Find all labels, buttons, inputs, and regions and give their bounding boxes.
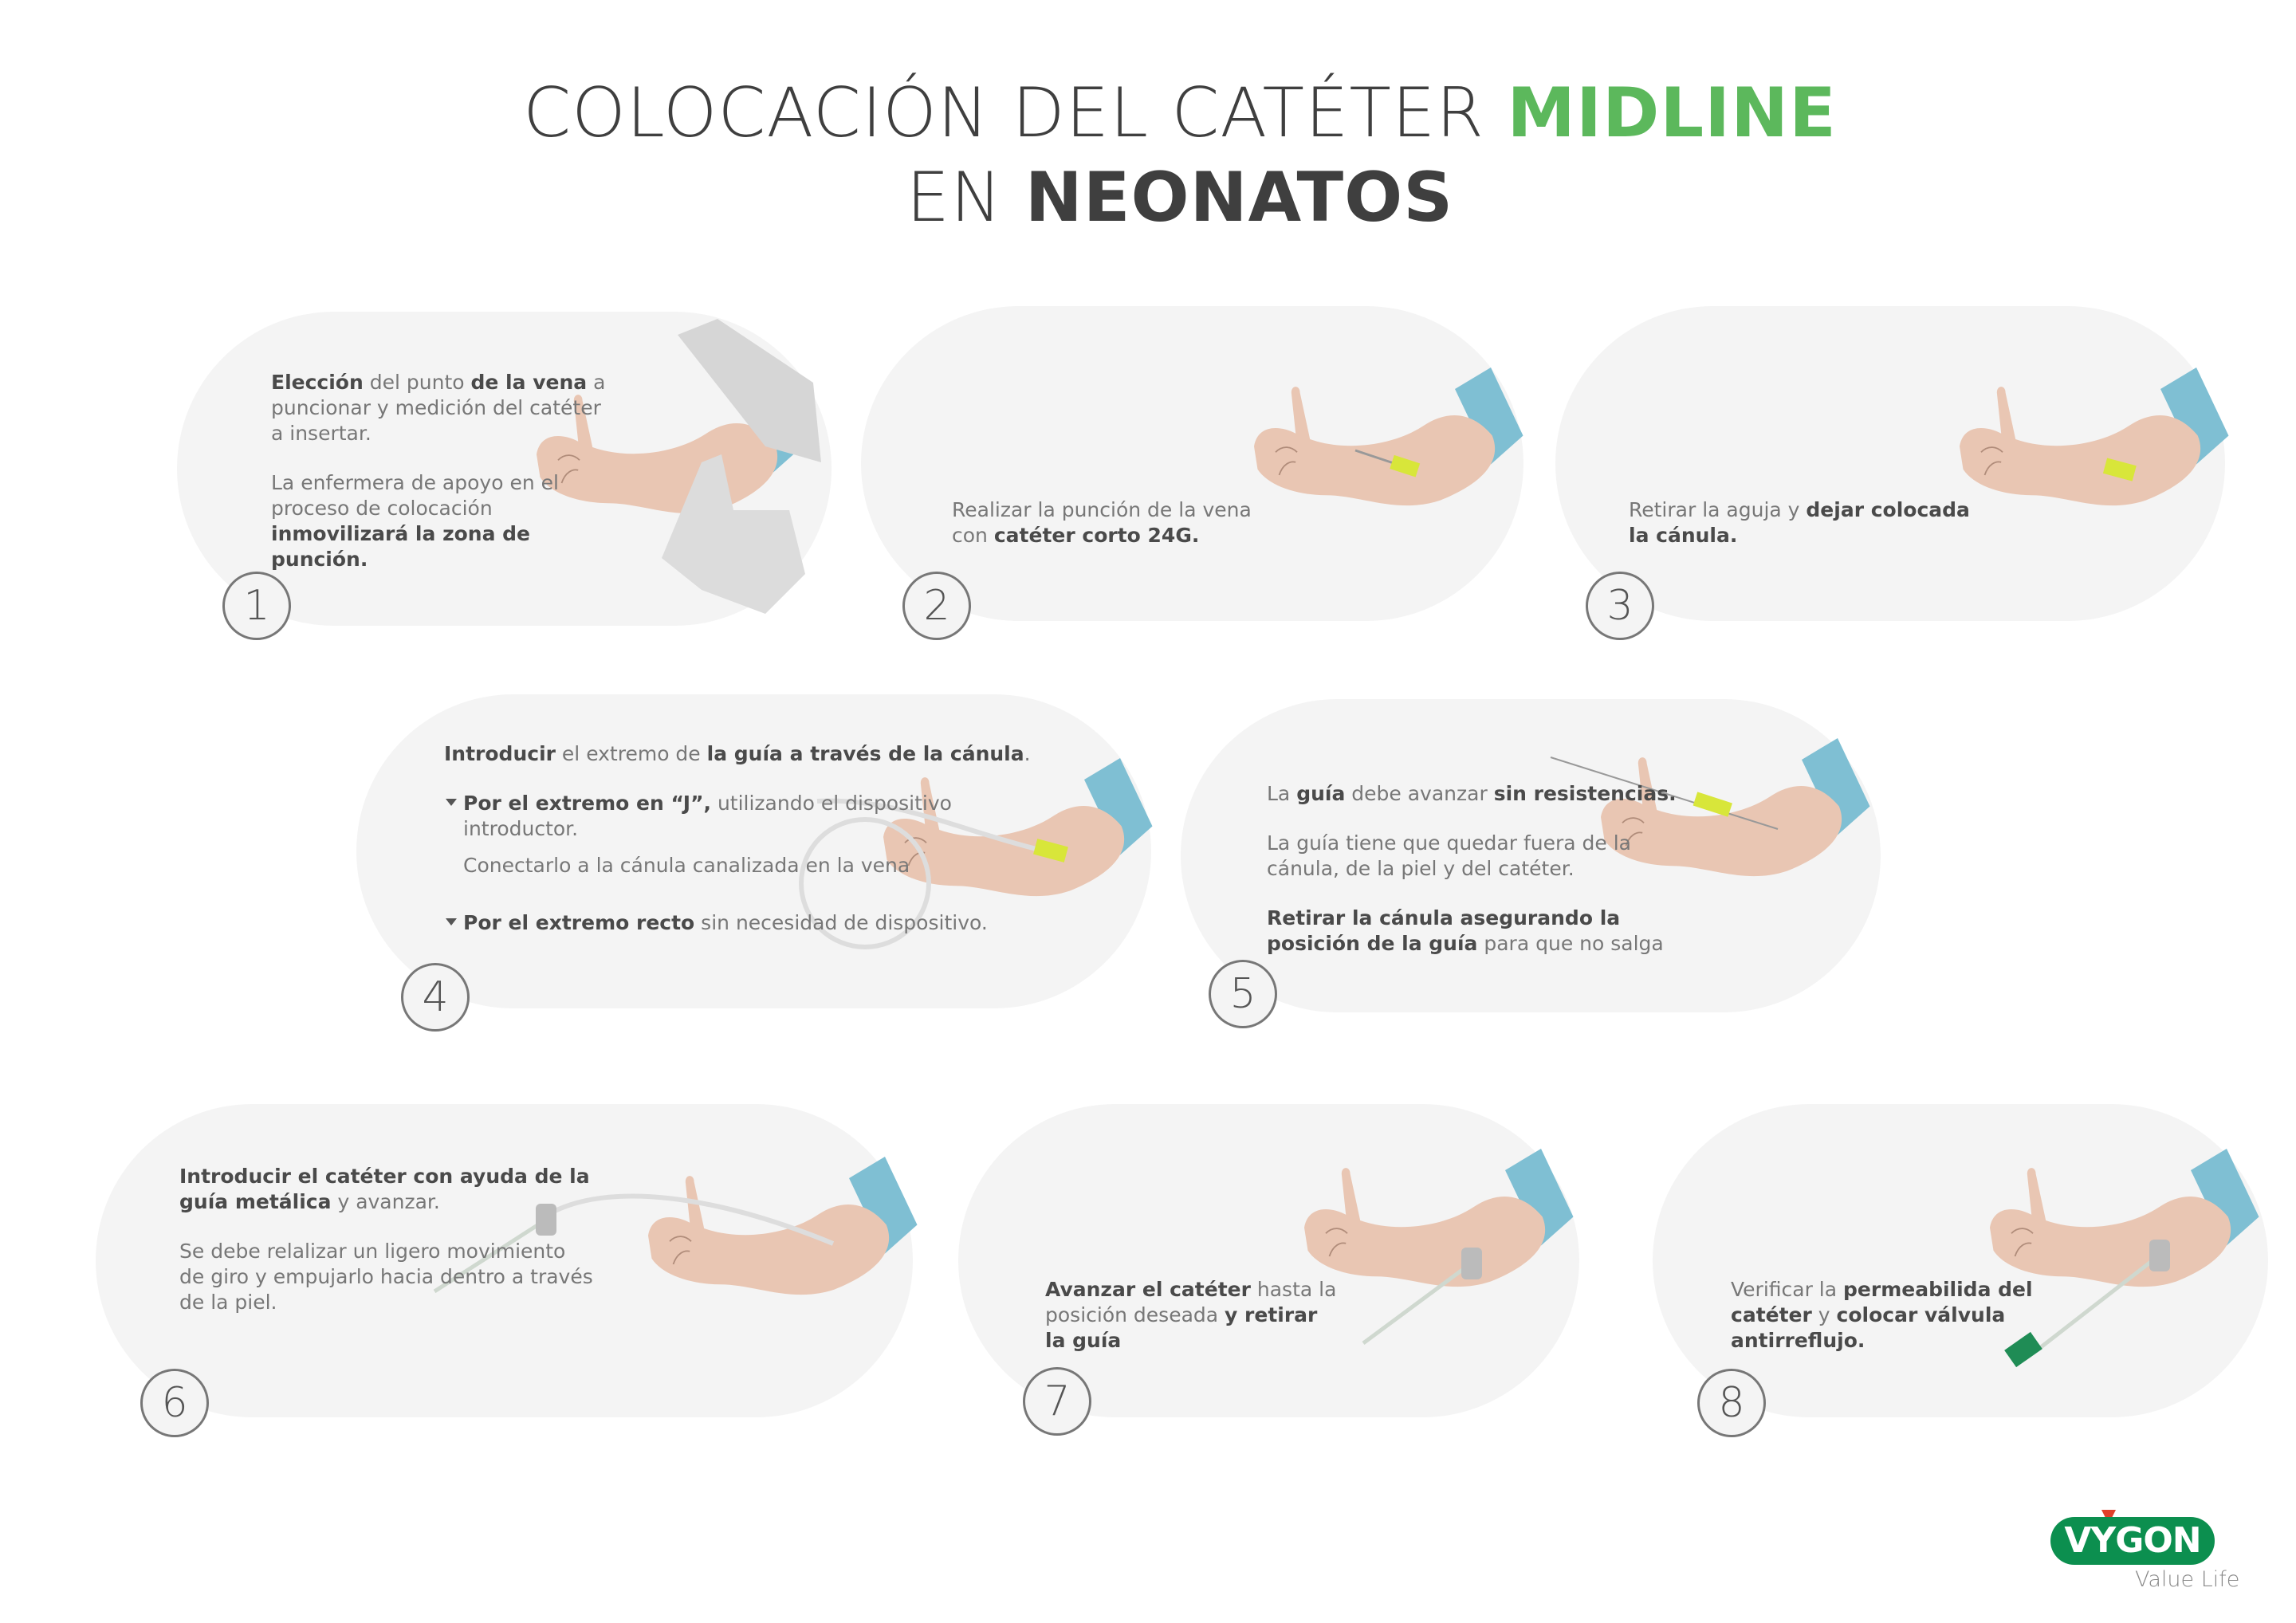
baby-arm-illustration [1586, 737, 1873, 897]
text: La [1267, 782, 1297, 805]
step-paragraph: Verificar la permeabilida del catéter y … [1731, 1277, 2050, 1354]
step-number-badge: 4 [401, 963, 470, 1032]
text: Retirar la aguja y [1629, 498, 1807, 521]
nurse-glove-hand-icon [662, 319, 821, 614]
bold-text: Elección [271, 371, 364, 394]
bold-text: catéter corto 24G. [993, 524, 1200, 547]
text: y [1811, 1303, 1837, 1326]
bold-text: Por el extremo recto [463, 911, 695, 934]
short-catheter-24g-icon [1354, 449, 1421, 477]
step-paragraph: Retirar la aguja y dejar colocada la cán… [1629, 497, 1987, 548]
text: Se debe relalizar un ligero movimiento d… [179, 1240, 593, 1314]
bold-text: permeabilida del catéter [1731, 1278, 2033, 1326]
bold-text: Introducir [444, 742, 556, 765]
bold-text: de la vena [470, 371, 588, 394]
bold-text: inmovilizará la zona de punción. [271, 522, 531, 571]
step-paragraph: Elección del punto de la vena a punciona… [271, 370, 606, 446]
text: a puncionar y medición del catéter a ins… [271, 371, 606, 445]
step-bullet: Por el extremo en “J”, utilizando el dis… [444, 791, 1042, 842]
bold-text: la guía a través de la cánula [706, 742, 1024, 765]
text: hasta la posición deseada [1045, 1278, 1337, 1326]
title-bold: NEONATOS [1024, 158, 1454, 238]
bold-text: sin resistencias. [1493, 782, 1677, 805]
step-paragraph: Retirar la cánula asegurando la posición… [1267, 906, 1697, 957]
text: el extremo de [555, 742, 707, 765]
step-paragraph: La enfermera de apoyo en el proceso de c… [271, 470, 606, 572]
baby-arm-illustration [1945, 367, 2232, 526]
midline-catheter-icon [433, 1193, 835, 1294]
text: . [1024, 742, 1031, 765]
guide-wire-icon [1550, 756, 1779, 830]
title-accent: MIDLINE [1507, 73, 1837, 153]
step-number-badge: 3 [1586, 572, 1654, 640]
step-5-text: La guía debe avanzar sin resistencias.La… [1267, 781, 1697, 980]
step-paragraph: La guía tiene que quedar fuera de la cán… [1267, 831, 1697, 882]
text: utilizando el dispositivo introductor. [463, 792, 952, 840]
text: Realizar la punción de la vena con [952, 498, 1252, 547]
text: para que no salga [1477, 932, 1664, 955]
bold-text: Por el extremo en “J”, [463, 792, 711, 815]
step-number-badge: 8 [1697, 1369, 1766, 1437]
text: La enfermera de apoyo en el proceso de c… [271, 471, 559, 520]
brand-tagline: Value Life [2135, 1567, 2240, 1592]
text: sin necesidad de dispositivo. [694, 911, 988, 934]
bold-text: Introducir el catéter con ayuda de la gu… [179, 1165, 590, 1213]
step-8-text: Verificar la permeabilida del catéter y … [1731, 1277, 2050, 1377]
baby-arm-illustration [1240, 367, 1527, 526]
cannula-icon [2102, 458, 2137, 481]
title-text: COLOCACIÓN DEL CATÉTER [523, 73, 1508, 153]
step-paragraph: Realizar la punción de la vena con catét… [952, 497, 1255, 548]
bold-text: y retirar la guía [1045, 1303, 1318, 1352]
step-6-text: Introducir el catéter con ayuda de la gu… [179, 1164, 594, 1339]
text: del punto [363, 371, 471, 394]
step-4-text: Introducir el extremo de la guía a travé… [444, 741, 1042, 947]
step-1-text: Elección del punto de la vena a punciona… [271, 370, 606, 596]
step-7-text: Avanzar el catéter hasta la posición des… [1045, 1277, 1340, 1377]
guide-wire-coil-icon [799, 798, 1068, 949]
text: La guía tiene que quedar fuera de la cán… [1267, 831, 1632, 880]
step-number-badge: 5 [1209, 960, 1277, 1028]
step-number-badge: 7 [1023, 1367, 1091, 1436]
bold-text: Retirar la cánula asegurando la posición… [1267, 906, 1621, 955]
bold-text: dejar colocada la cánula. [1629, 498, 1970, 547]
step-paragraph: Introducir el extremo de la guía a travé… [444, 741, 1042, 767]
step-paragraph: La guía debe avanzar sin resistencias. [1267, 781, 1697, 807]
step-paragraph: Se debe relalizar un ligero movimiento d… [179, 1239, 594, 1315]
bold-text: guía [1296, 782, 1346, 805]
bold-text: colocar válvula antirreflujo. [1731, 1303, 2006, 1352]
text: y avanzar. [331, 1190, 440, 1213]
antireflux-valve-icon [2004, 1240, 2170, 1368]
vygon-logo: VYGON [2050, 1517, 2215, 1565]
baby-arm-illustration [1290, 1148, 1577, 1307]
text: Verificar la [1731, 1278, 1844, 1301]
baby-arm-illustration [1976, 1148, 2263, 1307]
step-bullet: Por el extremo recto sin necesidad de di… [444, 910, 1042, 936]
page-title-line-1: COLOCACIÓN DEL CATÉTER MIDLINE [0, 73, 2296, 153]
step-number-badge: 2 [902, 572, 971, 640]
page-title-line-2: EN NEONATOS [0, 158, 2296, 238]
step-3-text: Retirar la aguja y dejar colocada la cán… [1629, 497, 1987, 572]
step-paragraph: Introducir el catéter con ayuda de la gu… [179, 1164, 594, 1215]
midline-catheter-icon [1362, 1248, 1482, 1346]
text: debe avanzar [1345, 782, 1494, 805]
step-2-text: Realizar la punción de la vena con catét… [952, 497, 1255, 572]
bullet-note: Conectarlo a la cánula canalizada en la … [463, 854, 910, 877]
bold-text: Avanzar el catéter [1045, 1278, 1251, 1301]
step-paragraph: Avanzar el catéter hasta la posición des… [1045, 1277, 1340, 1354]
step-number-badge: 1 [222, 572, 291, 640]
baby-arm-illustration [634, 1156, 921, 1315]
title-text: EN [906, 158, 1025, 238]
step-number-badge: 6 [140, 1369, 209, 1437]
